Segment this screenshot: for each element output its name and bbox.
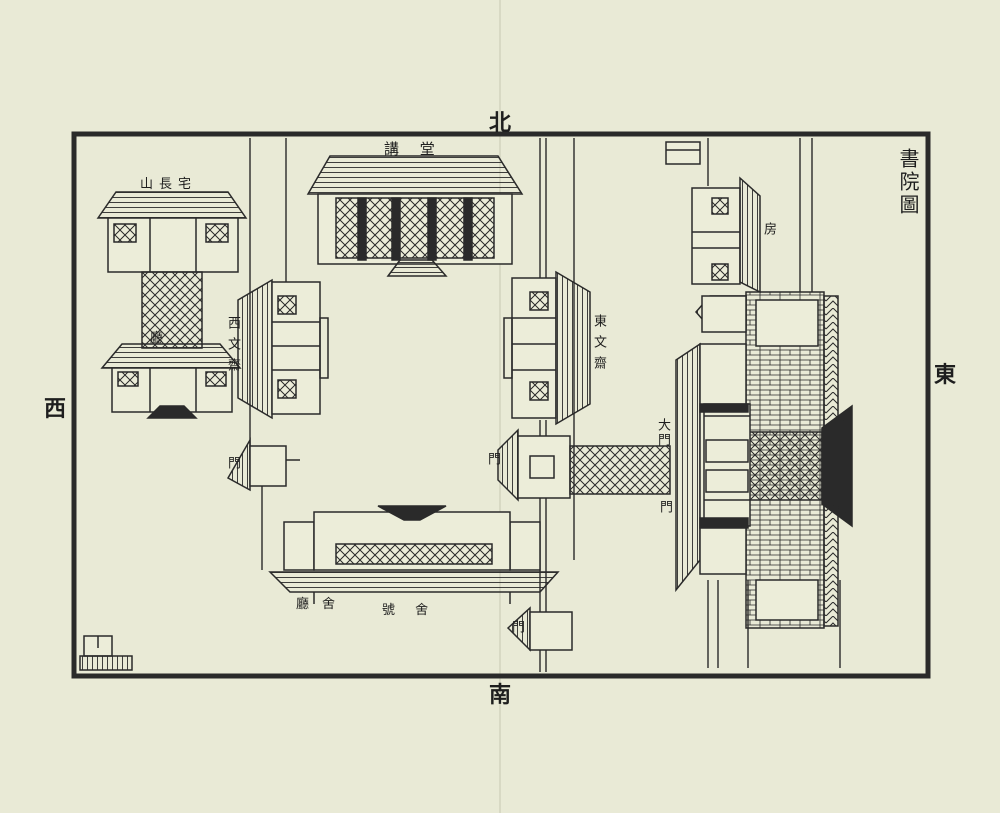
label-annex-left: 廳 <box>296 597 310 612</box>
main-gate-hall <box>675 295 751 593</box>
label-lecture-hall: 講 堂 <box>384 140 443 158</box>
direction-west: 西 <box>44 396 67 422</box>
direction-south: 南 <box>489 682 512 708</box>
west-gate <box>226 437 287 492</box>
main-gate-block <box>745 291 853 629</box>
headmaster-residence <box>96 191 248 419</box>
label-south-hall: 號 舍 <box>382 603 437 618</box>
label-side-gate: 門 <box>657 500 672 515</box>
east-study-hall <box>503 270 591 426</box>
label-inner-gate: 門 <box>485 452 500 467</box>
label-east-room: 房 <box>761 222 776 237</box>
map-frame <box>71 131 931 679</box>
label-east-study: 東 文 齋 <box>591 314 606 372</box>
label-headmaster-residence: 山長宅 <box>140 177 198 192</box>
corner-pavilion <box>79 635 133 671</box>
label-south-gate: 門 <box>509 620 524 635</box>
map-title: 書院圖 <box>896 148 920 217</box>
label-west-gate: 門 <box>225 456 240 471</box>
direction-east: 東 <box>934 362 957 388</box>
south-gate <box>506 606 573 652</box>
lecture-hall <box>306 155 524 277</box>
label-main-gate: 大門 <box>655 418 670 448</box>
label-reading-room: 廳 <box>150 331 164 346</box>
label-west-study: 西 文 齋 <box>225 316 240 374</box>
inner-gate <box>497 428 671 502</box>
west-study-hall <box>237 278 329 420</box>
direction-north: 北 <box>489 110 512 136</box>
guardhouse <box>665 141 701 165</box>
south-hall <box>268 505 560 604</box>
east-room <box>691 176 761 294</box>
label-annex-right: 舍 <box>322 597 336 612</box>
